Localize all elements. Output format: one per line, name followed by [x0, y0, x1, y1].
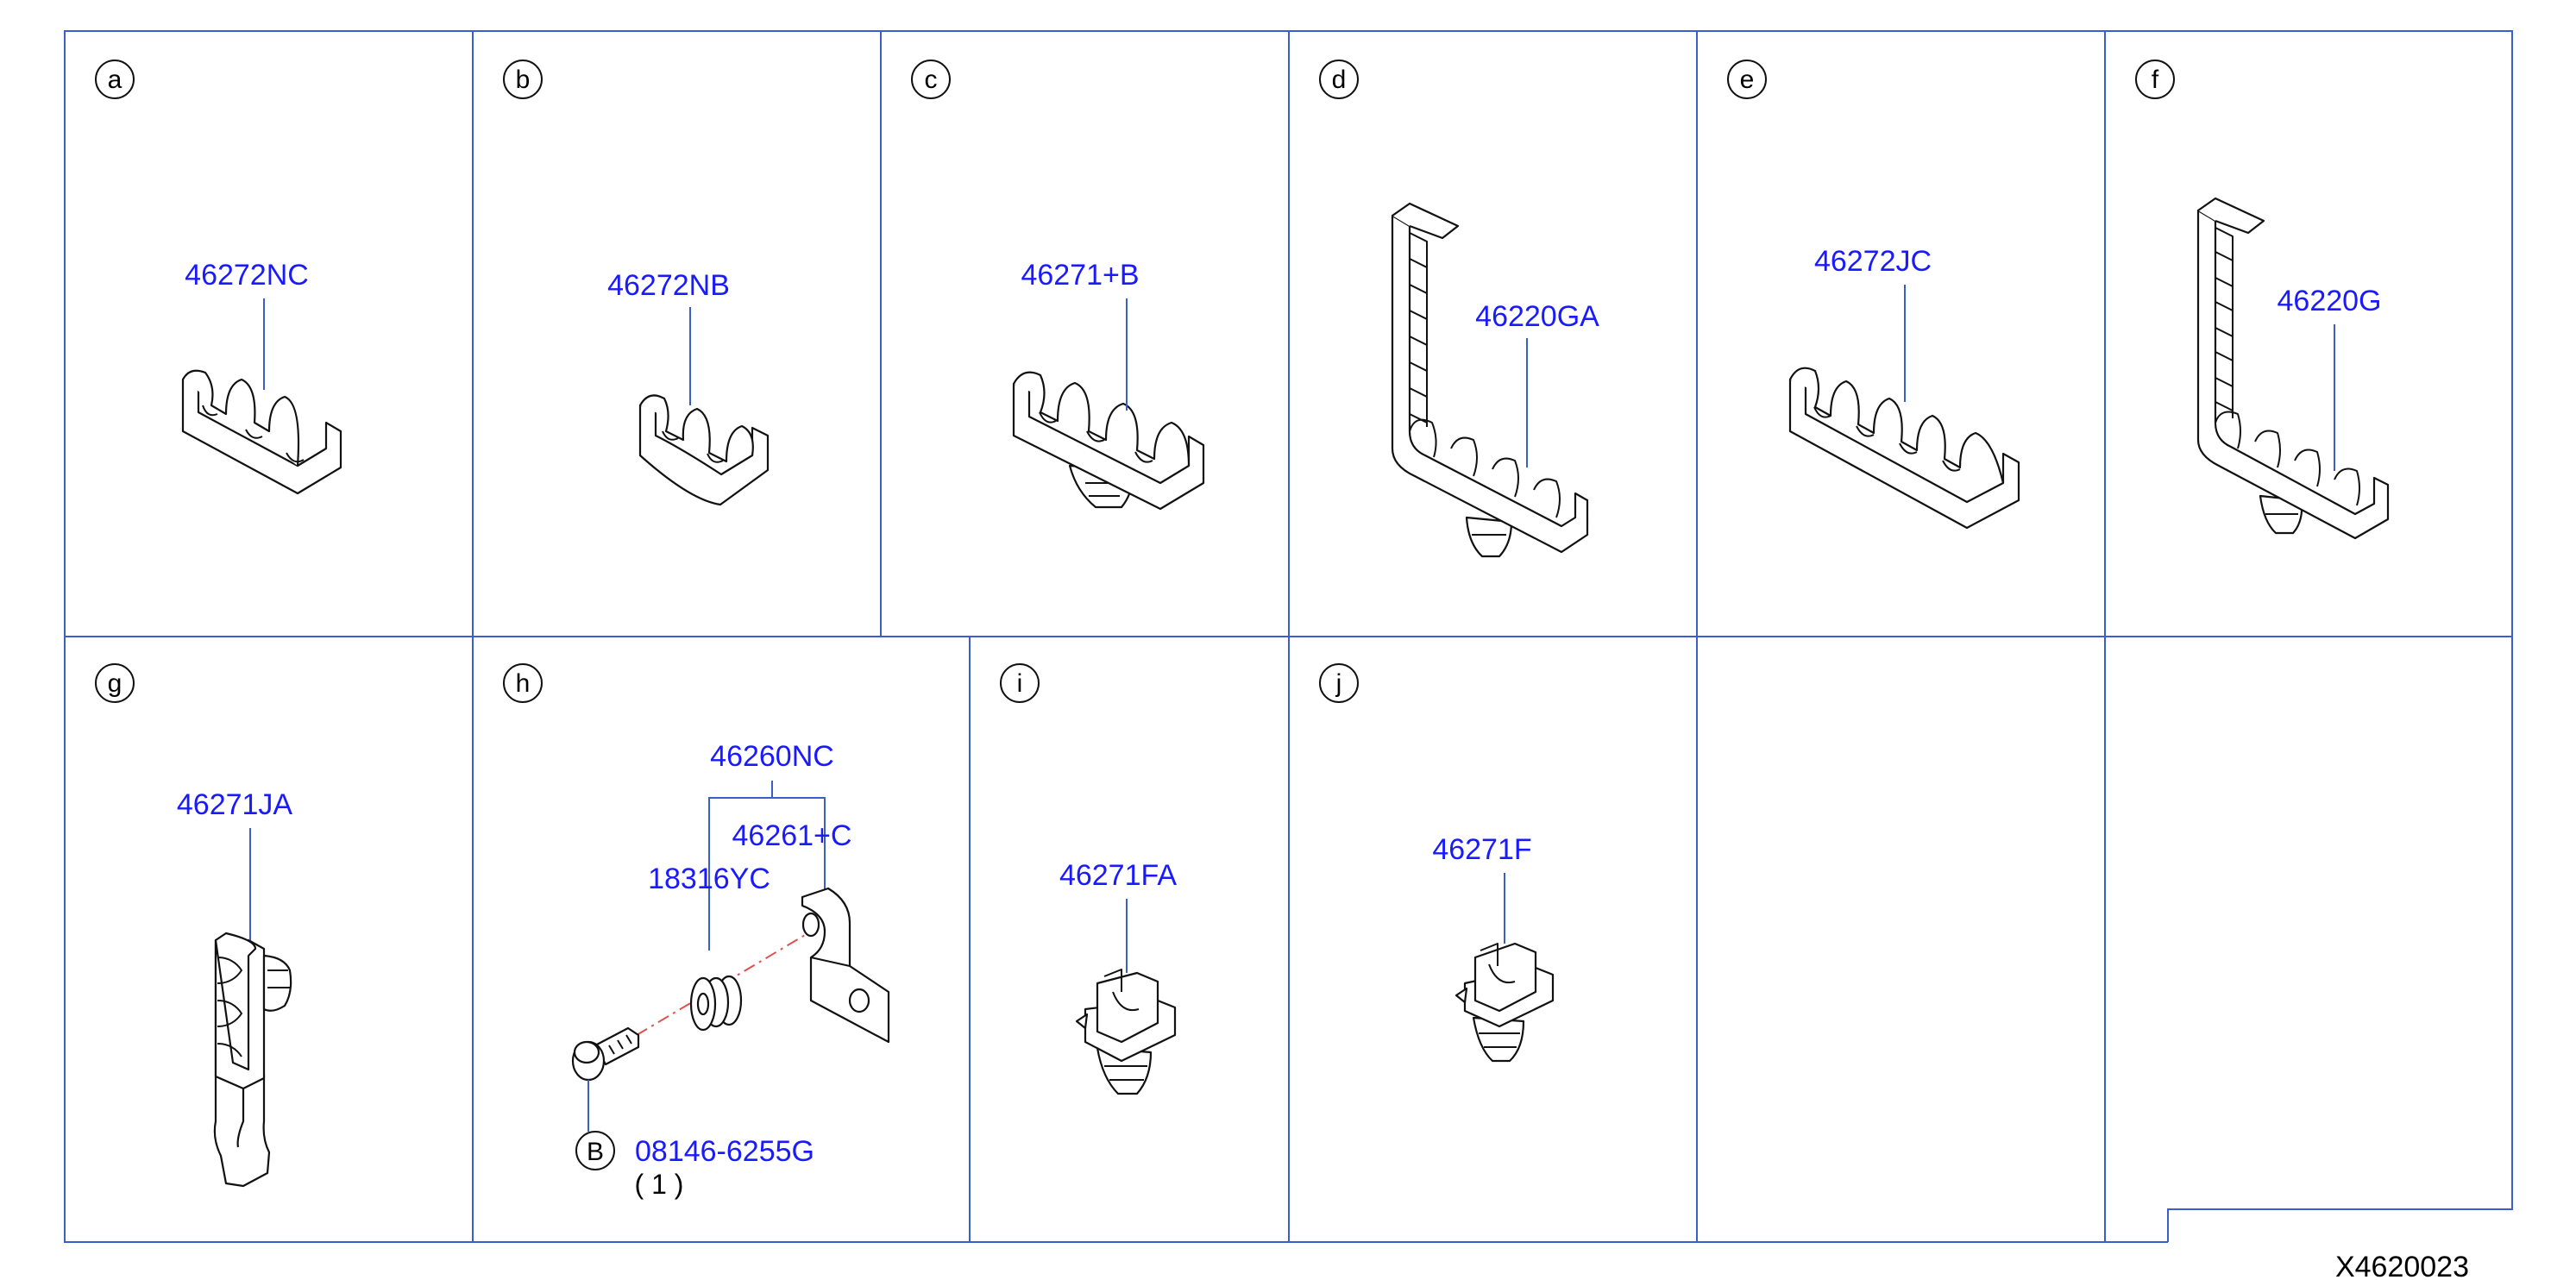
svg-text:i: i: [1017, 669, 1023, 698]
callout-b: B: [575, 1131, 615, 1170]
label-46271b: 46271+B: [1021, 259, 1139, 292]
svg-text:g: g: [108, 669, 123, 698]
grommet-18316yc-drawing: [689, 975, 743, 1032]
clip-46272nc-drawing: [181, 369, 342, 495]
clip-46271f-drawing: [1454, 942, 1555, 1063]
label-46271fa: 46271FA: [1059, 859, 1177, 892]
panel-letter-i: i: [1000, 663, 1040, 703]
bracket-46260nc-group-leader: [708, 781, 826, 951]
svg-text:B: B: [587, 1138, 604, 1166]
label-46260nc: 46260NC: [710, 740, 834, 773]
panel-letter-d: d: [1319, 60, 1359, 99]
panel-letter-c: c: [911, 60, 951, 99]
panel-letter-e: e: [1727, 60, 1767, 99]
bolt-08146-6255g-drawing: [571, 1026, 640, 1082]
svg-text:e: e: [1740, 66, 1755, 94]
clip-46220g-drawing: [2196, 197, 2390, 540]
panel-letter-j: j: [1319, 663, 1359, 703]
clip-46272nb-drawing: [638, 394, 770, 506]
svg-text:h: h: [516, 669, 531, 698]
label-46261c: 46261+C: [732, 819, 852, 852]
svg-text:j: j: [1335, 669, 1342, 698]
label-46272nb: 46272NB: [607, 269, 730, 302]
svg-text:a: a: [108, 66, 123, 94]
label-08146-6255g: 08146-6255G: [635, 1135, 814, 1168]
svg-text:f: f: [2152, 66, 2159, 94]
panel-letter-h: h: [503, 663, 543, 703]
svg-text:b: b: [516, 66, 531, 94]
label-18316yc: 18316YC: [648, 863, 770, 895]
clip-46271b-drawing: [1012, 371, 1205, 511]
clip-46272jc-drawing: [1788, 367, 2020, 530]
label-46272nc: 46272NC: [185, 259, 309, 292]
bracket-46261c-drawing: [801, 887, 890, 1044]
panel-letter-a: a: [95, 60, 135, 99]
panel-letter-g: g: [95, 663, 135, 703]
label-46272jc: 46272JC: [1814, 245, 1932, 278]
clip-46271ja-drawing: [213, 932, 292, 1188]
svg-text:d: d: [1332, 66, 1347, 94]
diagram-code: X4620023: [2335, 1251, 2469, 1280]
label-46271f: 46271F: [1432, 833, 1531, 866]
panel-letter-f: f: [2135, 60, 2175, 99]
label-46220g: 46220G: [2278, 285, 2382, 317]
quantity-label: ( 1 ): [635, 1169, 684, 1200]
clip-46271fa-drawing: [1075, 969, 1177, 1095]
panel-letter-b: b: [503, 60, 543, 99]
grid-frame: [64, 30, 2513, 1243]
label-46220ga: 46220GA: [1475, 300, 1599, 333]
clip-46220ga-drawing: [1391, 202, 1589, 558]
svg-text:c: c: [925, 66, 938, 94]
label-46271ja: 46271JA: [177, 788, 293, 821]
